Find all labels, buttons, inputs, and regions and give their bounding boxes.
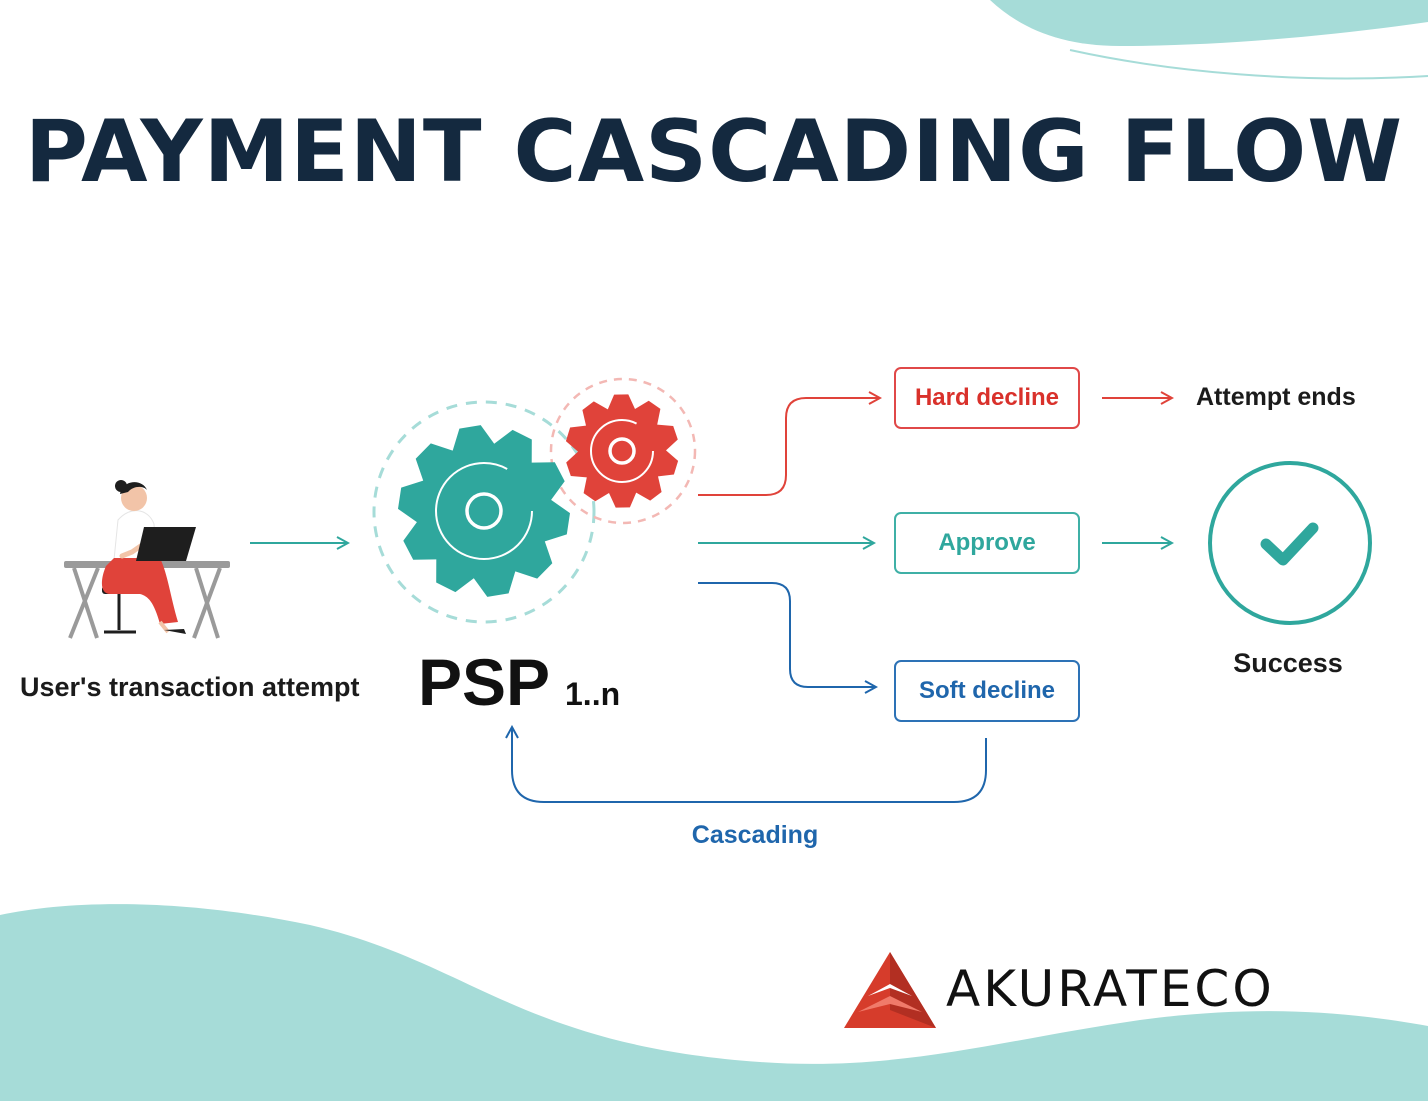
attempt-ends-label: Attempt ends: [1196, 383, 1356, 411]
soft-decline-label: Soft decline: [918, 677, 1056, 704]
success-circle: [1208, 461, 1372, 625]
psp-label: PSP: [418, 645, 551, 719]
bottom-wave: [0, 904, 1428, 1101]
gear-cluster: [372, 377, 697, 624]
psp-range-label: 1..n: [565, 676, 621, 712]
hard-decline-label: Hard decline: [914, 384, 1060, 411]
flow-connectors: [250, 398, 1172, 803]
top-wave: [990, 0, 1428, 80]
akurateco-logo-icon: [844, 952, 936, 1028]
cascading-label: Cascading: [691, 821, 819, 849]
hard-decline-box: Hard decline: [894, 367, 1080, 429]
red-gear-icon: [565, 394, 679, 508]
success-label: Success: [1233, 648, 1343, 678]
brand-name: AKURATECO: [946, 960, 1275, 1018]
teal-gear-icon: [398, 425, 570, 597]
source-label: User's transaction attempt: [20, 672, 360, 702]
approve-box: Approve: [894, 512, 1080, 574]
approve-label: Approve: [938, 529, 1036, 556]
person-at-laptop-icon: [64, 480, 230, 639]
page-title: PAYMENT CASCADING FLOW: [24, 102, 1404, 202]
checkmark-icon: [1260, 522, 1319, 566]
soft-decline-box: Soft decline: [894, 660, 1080, 722]
